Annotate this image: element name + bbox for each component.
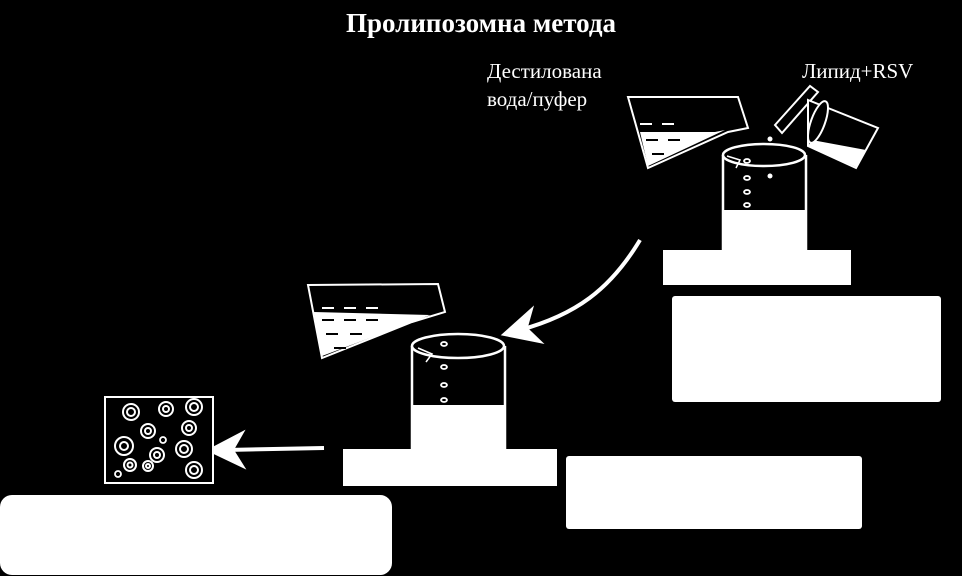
water-label-line1: Дестилована <box>487 59 602 83</box>
stage3-textbox <box>0 495 392 575</box>
lipid-beaker-icon <box>807 98 880 170</box>
stage1-textbox <box>672 296 941 402</box>
water-flask-icon <box>626 96 750 170</box>
arrow-stage2-to-stage3 <box>206 429 325 470</box>
lipid-label: Липид+RSV <box>802 59 914 83</box>
beaker-stage2-icon <box>410 332 507 451</box>
lipid-pipette-icon <box>773 84 820 135</box>
liposome-box-icon <box>104 396 214 484</box>
stage2-pedestal <box>343 449 557 486</box>
stage1-pedestal <box>663 250 851 285</box>
stage2-textbox <box>566 456 862 529</box>
beaker-stage1-icon <box>721 142 808 252</box>
arrow-stage1-to-stage2 <box>500 238 642 345</box>
diagram-title: Пролипозомна метода <box>346 8 616 38</box>
water-flask-stage2-icon <box>306 282 447 360</box>
water-label-line2: вода/пуфер <box>487 87 588 111</box>
